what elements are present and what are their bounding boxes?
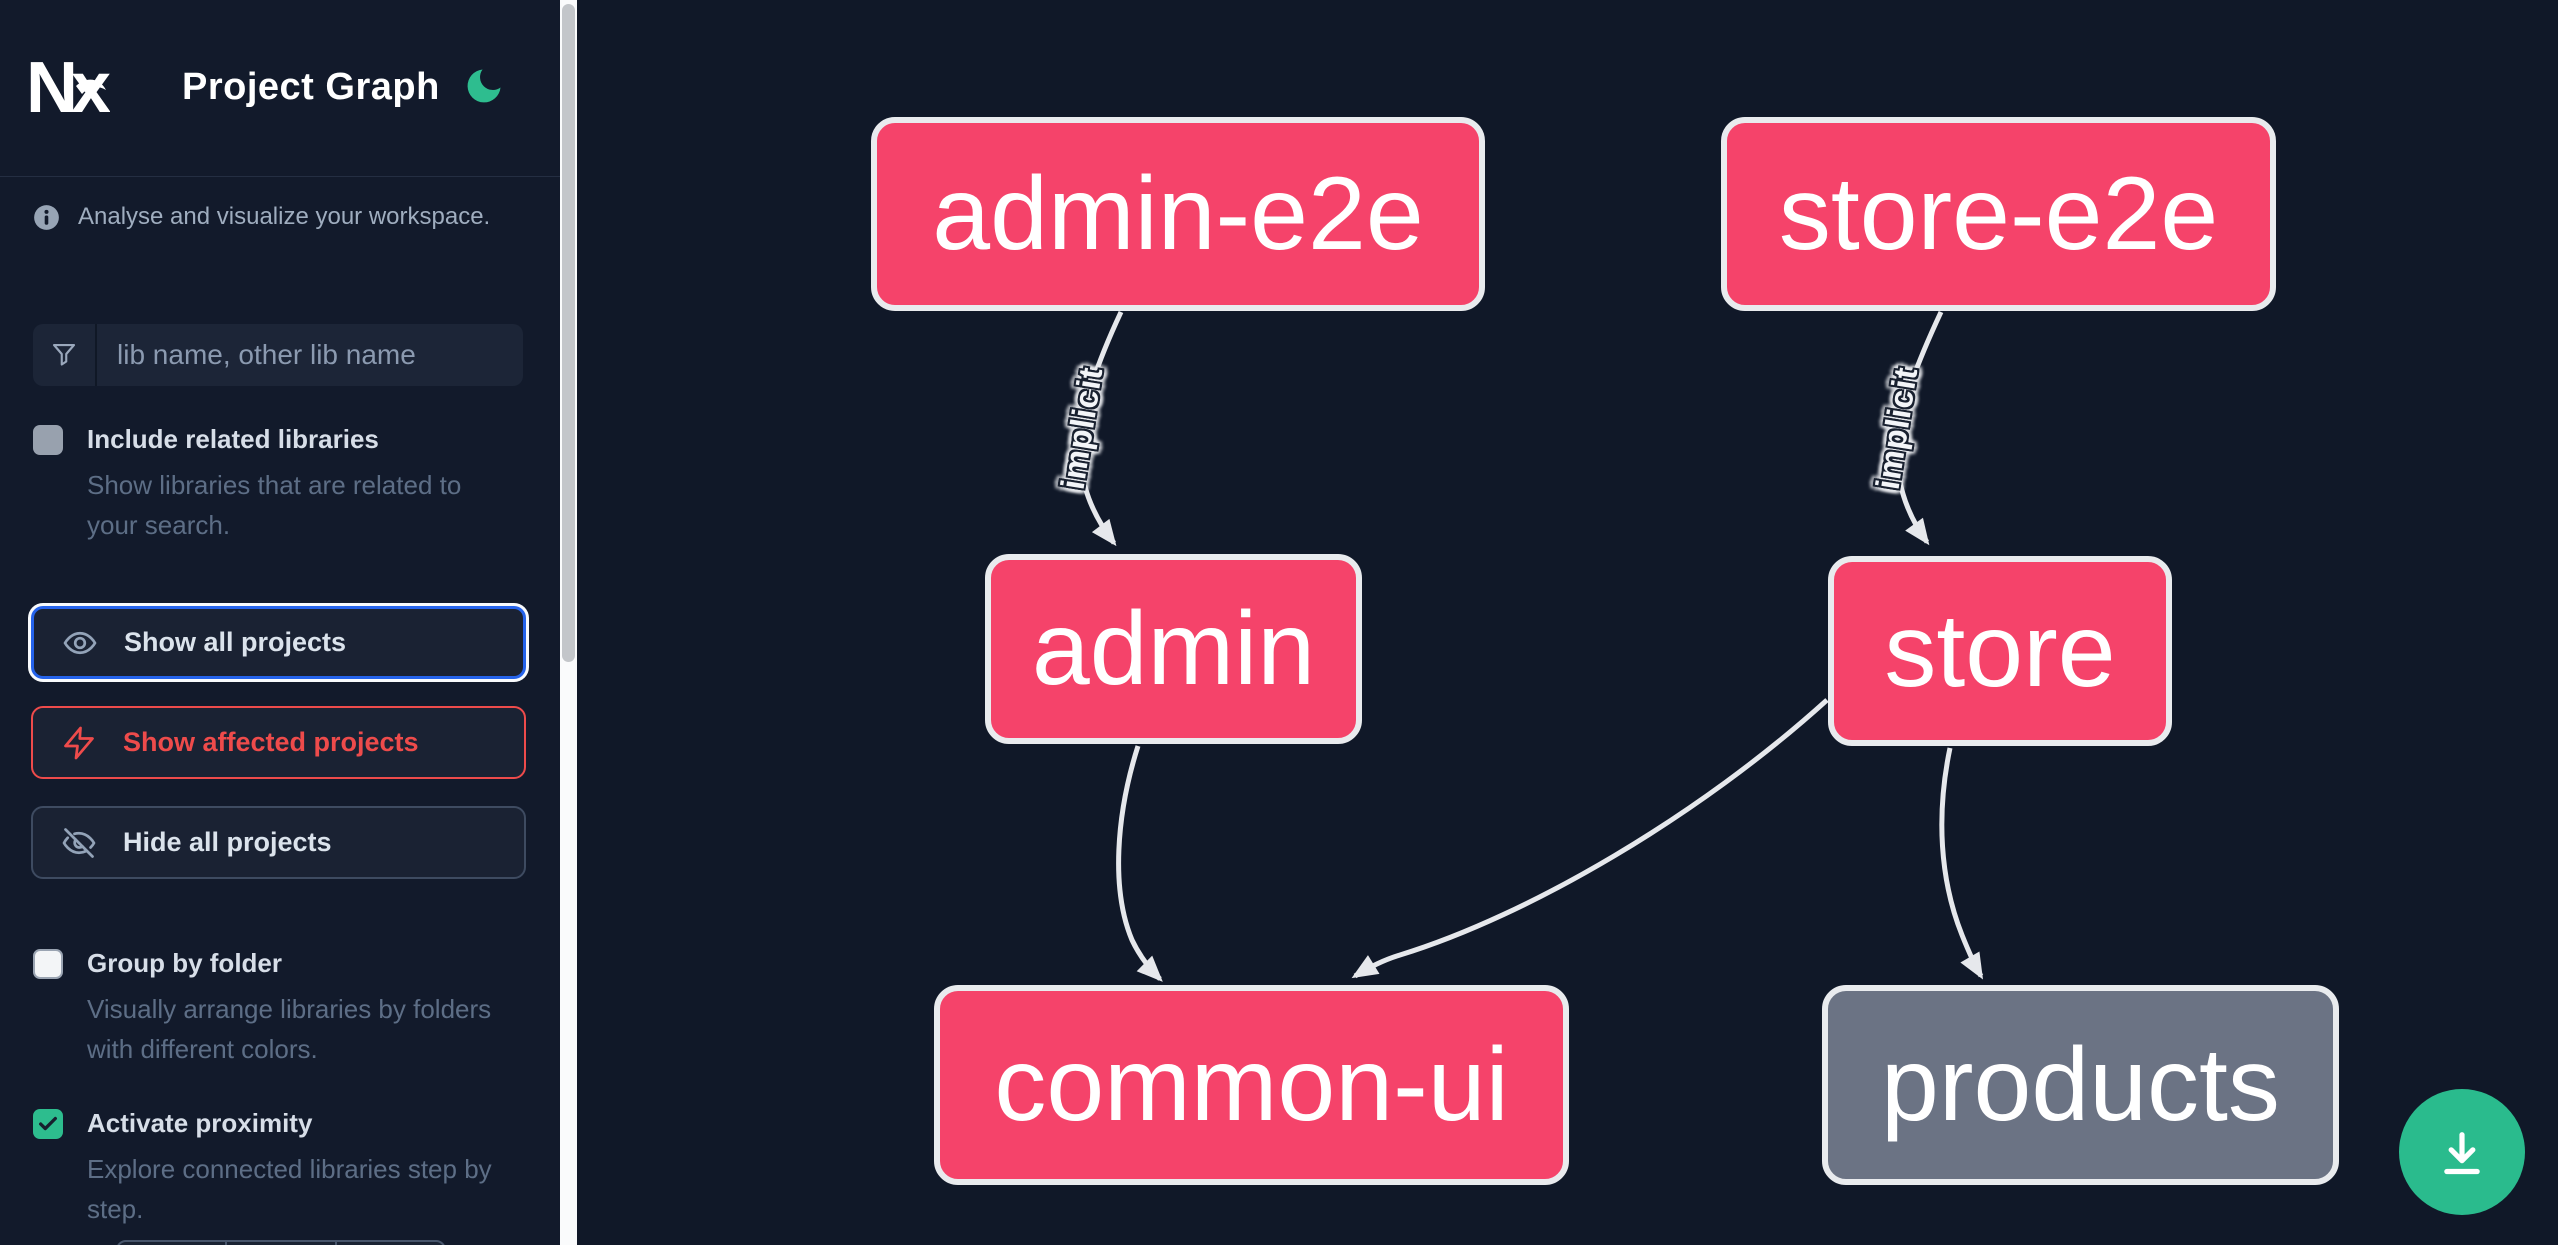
page-title: Project Graph: [182, 66, 440, 108]
sidebar-scrollbar-track[interactable]: [560, 0, 577, 1245]
eye-off-icon: [62, 827, 96, 858]
nx-logo-icon: Nx: [30, 50, 110, 126]
lightning-bolt-icon: [64, 726, 94, 759]
stepper-decrement-segment[interactable]: [118, 1242, 228, 1245]
theme-toggle-button[interactable]: [462, 64, 506, 108]
stepper-value-segment: [227, 1242, 337, 1245]
graph-node-store[interactable]: store: [1828, 556, 2172, 746]
eye-icon: [63, 631, 97, 654]
sidebar-scrollbar-thumb[interactable]: [562, 4, 575, 662]
search-box: [33, 324, 523, 386]
graph-node-products[interactable]: products: [1822, 985, 2339, 1185]
group-by-folder-setting: Group by folder Visually arrange librari…: [33, 948, 533, 1069]
activate-proximity-setting: Activate proximity Explore connected lib…: [33, 1108, 533, 1229]
filter-icon-cell: [33, 324, 97, 386]
show-affected-projects-button[interactable]: Show affected projects: [31, 706, 526, 779]
activate-proximity-description: Explore connected libraries step by step…: [87, 1154, 492, 1224]
workspace-tagline-row: Analyse and visualize your workspace.: [33, 203, 490, 231]
activate-proximity-label: Activate proximity: [87, 1108, 313, 1138]
proximity-stepper[interactable]: [116, 1240, 446, 1245]
group-by-folder-checkbox[interactable]: [33, 948, 63, 979]
include-related-label: Include related libraries: [87, 424, 379, 454]
filter-funnel-icon: [52, 343, 76, 366]
download-graph-button[interactable]: [2399, 1089, 2525, 1215]
download-icon: [2444, 1132, 2480, 1175]
graph-node-common-ui[interactable]: common-ui: [934, 985, 1569, 1185]
workspace-tagline: Analyse and visualize your workspace.: [78, 203, 491, 230]
moon-icon: [467, 69, 501, 103]
svg-text:Nx: Nx: [30, 50, 110, 126]
hide-all-projects-button[interactable]: Hide all projects: [31, 806, 526, 879]
show-all-projects-label: Show all projects: [124, 627, 347, 657]
activate-proximity-checkbox[interactable]: [33, 1108, 63, 1139]
graph-node-admin-e2e[interactable]: admin-e2e: [871, 117, 1485, 311]
show-all-projects-button[interactable]: Show all projects: [31, 606, 526, 679]
checkmark-icon: [39, 1116, 57, 1130]
search-input[interactable]: [97, 324, 523, 386]
info-icon: [34, 204, 59, 230]
group-by-folder-label: Group by folder: [87, 948, 282, 978]
show-affected-projects-label: Show affected projects: [123, 727, 419, 757]
graph-node-admin[interactable]: admin: [985, 554, 1362, 744]
group-by-folder-description: Visually arrange libraries by folders wi…: [87, 994, 492, 1064]
include-related-checkbox[interactable]: [33, 424, 63, 455]
include-related-setting: Include related libraries Show libraries…: [33, 424, 533, 545]
sidebar-header: Nx Project Graph: [0, 0, 560, 177]
include-related-description: Show libraries that are related to your …: [87, 470, 462, 540]
hide-all-projects-label: Hide all projects: [123, 827, 332, 857]
sidebar: Nx Project Graph Analyse and visualize y…: [0, 0, 560, 1245]
graph-node-store-e2e[interactable]: store-e2e: [1721, 117, 2276, 311]
